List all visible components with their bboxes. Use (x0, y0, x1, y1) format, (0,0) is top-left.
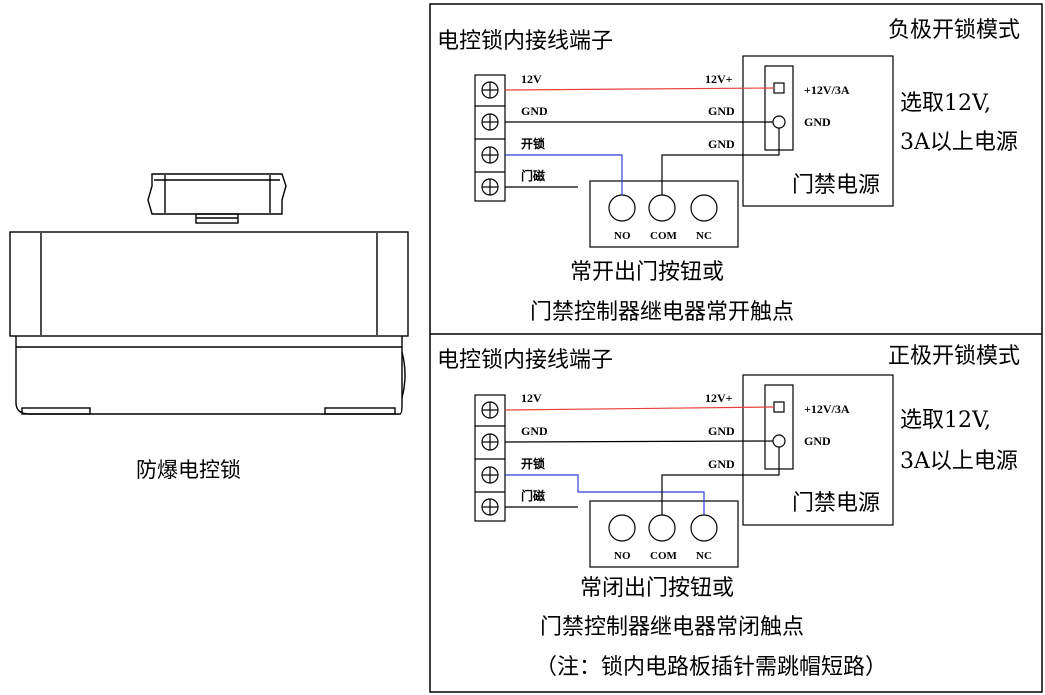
push-button-switch (589, 500, 739, 568)
button-nc (690, 194, 718, 222)
mode-title: 负极开锁模式 (888, 18, 1021, 43)
psu-negative-terminal (772, 115, 786, 129)
panel-2 (474, 374, 894, 568)
wiring-frame (429, 3, 1043, 693)
button-label-com: COM (650, 550, 677, 562)
psu-positive-terminal (773, 401, 785, 413)
psu-label-gnd-2: GND (708, 457, 735, 471)
psu-terminal-gnd-label: GND (804, 434, 831, 448)
push-button-switch (589, 180, 739, 248)
power-supply-box (742, 374, 894, 526)
caption-line-1: 常闭出门按钮或 (580, 576, 735, 601)
terminal-block (474, 394, 506, 522)
psu-note-line-1: 选取12V, (900, 91, 992, 116)
terminal-title: 电控锁内接线端子 (437, 29, 614, 54)
power-supply-box (742, 55, 894, 207)
psu-note-line-2: 3A以上电源 (900, 130, 1018, 155)
psu-label-12v: 12V+ (705, 391, 733, 405)
lock-body-bottom (15, 336, 403, 415)
wire-gnd (504, 440, 774, 443)
button-no (608, 514, 636, 542)
terminal-label-door-sensor: 门磁 (521, 489, 546, 503)
button-nc (690, 514, 718, 542)
caption-line-1: 常开出门按钮或 (570, 260, 725, 285)
button-label-no: NO (614, 550, 631, 562)
panel-1 (474, 55, 894, 248)
wire-unlock (505, 474, 705, 515)
wire-psu-gnd (661, 128, 780, 195)
psu-note-line-2: 3A以上电源 (900, 449, 1018, 474)
screw-icon (481, 81, 499, 99)
wire-psu-gnd (661, 447, 780, 515)
mode-title: 正极开锁模式 (888, 344, 1021, 369)
psu-positive-terminal (773, 82, 785, 94)
psu-terminal-positive-label: +12V/3A (804, 83, 850, 97)
psu-terminal-gnd-label: GND (804, 115, 831, 129)
wire-12v (504, 87, 775, 91)
psu-label-gnd: GND (708, 104, 735, 118)
terminal-label-unlock: 开锁 (521, 457, 546, 471)
wire-unlock (505, 154, 623, 195)
screw-icon (481, 113, 499, 131)
screw-icon (481, 178, 499, 196)
button-label-no: NO (614, 230, 631, 242)
caption-line-2: 门禁控制器继电器常闭触点 (540, 615, 805, 640)
terminal-label-gnd: GND (521, 424, 548, 438)
screw-icon (481, 401, 499, 419)
caption-note: （注：锁内电路板插针需跳帽短路） (535, 655, 888, 680)
lock-body-top (9, 231, 409, 337)
psu-label-gnd-2: GND (708, 137, 735, 151)
terminal-block (474, 74, 506, 202)
psu-label-12v: 12V+ (705, 72, 733, 86)
terminal-label-door-sensor: 门磁 (521, 169, 546, 183)
psu-negative-terminal (772, 434, 786, 448)
terminal-title: 电控锁内接线端子 (437, 348, 614, 373)
button-label-nc: NC (696, 550, 712, 562)
psu-terminal-positive-label: +12V/3A (804, 402, 850, 416)
psu-name: 门禁电源 (792, 491, 881, 516)
button-label-nc: NC (696, 230, 712, 242)
lock-caption: 防爆电控锁 (136, 458, 241, 482)
terminal-label-gnd: GND (521, 104, 548, 118)
terminal-label-unlock: 开锁 (521, 137, 546, 151)
screw-icon (481, 466, 499, 484)
psu-name: 门禁电源 (792, 173, 881, 198)
terminal-label-12v: 12V (521, 72, 542, 86)
lock-knob (147, 173, 287, 215)
button-label-com: COM (650, 230, 677, 242)
wire-12v (504, 406, 775, 411)
psu-note-line-1: 选取12V, (900, 408, 992, 433)
screw-icon (481, 433, 499, 451)
button-com (648, 514, 676, 542)
psu-label-gnd: GND (708, 424, 735, 438)
caption-line-2: 门禁控制器继电器常开触点 (530, 300, 795, 325)
button-com (648, 194, 676, 222)
terminal-label-12v: 12V (521, 391, 542, 405)
screw-icon (481, 498, 499, 516)
screw-icon (481, 146, 499, 164)
button-no (608, 194, 636, 222)
